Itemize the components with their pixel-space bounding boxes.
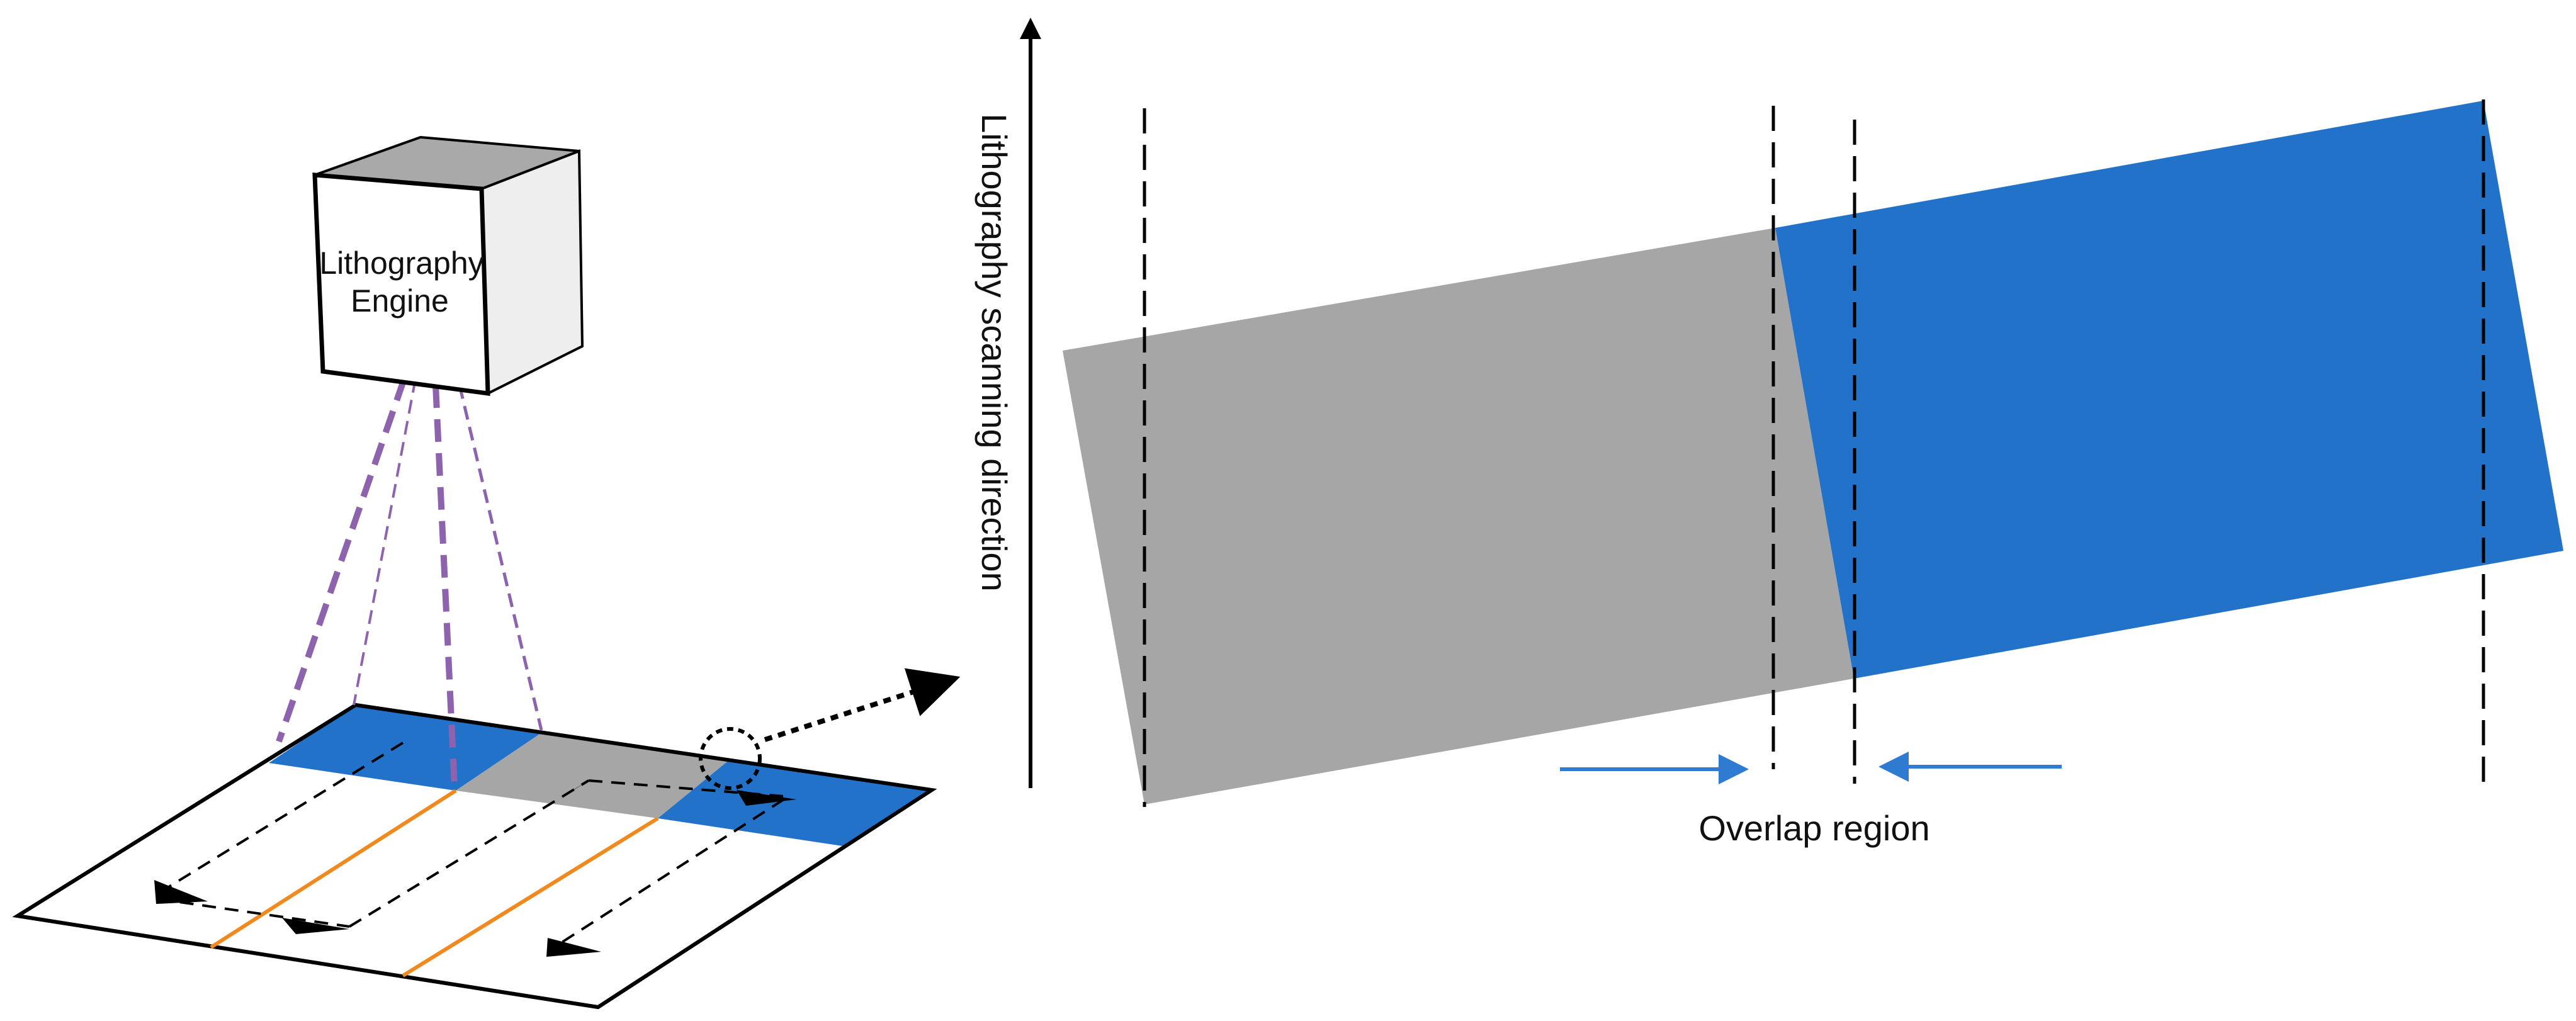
exposure-field-blue bbox=[1775, 101, 2563, 679]
scan-arrowhead-top-right bbox=[737, 790, 796, 806]
scan-arrowhead-left bbox=[154, 880, 208, 904]
scan-direction-label: Lithography scanning direction bbox=[974, 113, 1014, 592]
overlap-region-label: Overlap region bbox=[1698, 808, 1929, 848]
scan-arrowhead-mid-up bbox=[560, 778, 593, 798]
wafer-outline bbox=[12, 702, 937, 1010]
engine-label-line1: Lithography bbox=[319, 245, 483, 281]
scan-arrowhead-bottom bbox=[282, 918, 349, 934]
left-illustration: Lithography Engine bbox=[12, 135, 961, 1010]
cube-front-face bbox=[312, 172, 490, 397]
field-boundary-1 bbox=[210, 789, 457, 949]
zoom-arrow bbox=[764, 668, 961, 742]
lithography-engine-cube: Lithography Engine bbox=[312, 135, 584, 397]
reference-lines bbox=[1143, 99, 2485, 807]
field-boundary-2 bbox=[402, 816, 659, 978]
scan-direction-arrowhead bbox=[1020, 18, 1041, 39]
scan-arrowhead-right-down bbox=[546, 938, 601, 957]
exposure-field-gray bbox=[1063, 228, 1854, 804]
engine-label-line2: Engine bbox=[351, 283, 449, 319]
exposed-strip-left-blue bbox=[269, 705, 543, 791]
beam-cone bbox=[276, 378, 543, 787]
exposed-strip-middle-gray bbox=[456, 732, 730, 818]
scan-path bbox=[156, 742, 785, 949]
cube-side-face bbox=[480, 149, 584, 396]
right-diagram: Lithography scanning direction Overlap r… bbox=[974, 18, 2563, 848]
wafer-plane bbox=[12, 668, 961, 1010]
overlap-highlight-circle bbox=[699, 727, 762, 790]
